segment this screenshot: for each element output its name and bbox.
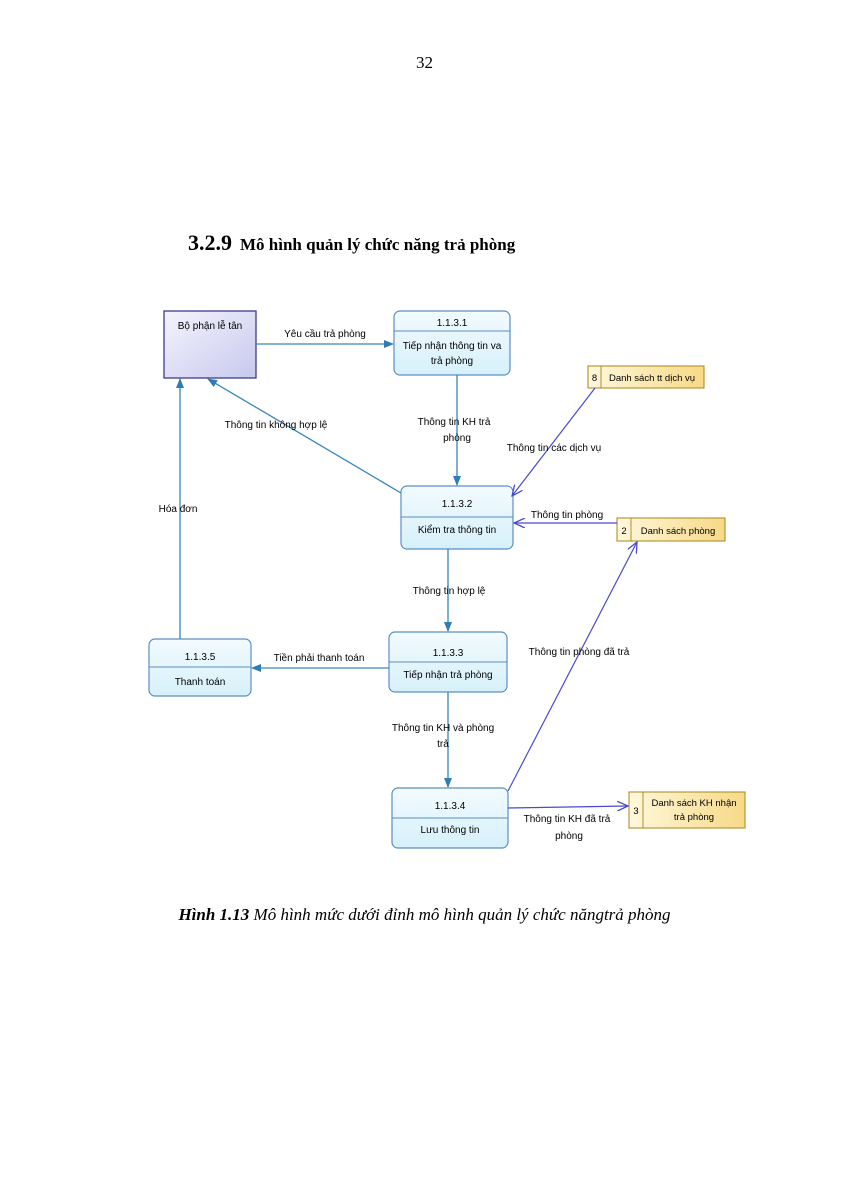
flow-label: Thông tin KH trả — [418, 417, 491, 428]
flow-yeu-cau-tra-phong: Yêu cầu trả phòng — [256, 328, 394, 348]
flow-label: Thông tin hợp lệ — [413, 586, 486, 597]
process-name: Lưu thông tin — [421, 825, 480, 836]
process-1-1-3-4: 1.1.3.4 Lưu thông tin — [391, 787, 509, 849]
datastore-name: Danh sách tt dịch vụ — [609, 373, 695, 384]
process-name: Thanh toán — [175, 677, 226, 688]
datastore-3: 3 Danh sách KH nhận trả phòng — [628, 791, 746, 829]
flow-label: Yêu cầu trả phòng — [284, 328, 366, 340]
datastore-name-cont: trả phòng — [674, 812, 714, 823]
datastore-name: Danh sách KH nhận — [651, 798, 736, 809]
flow-thong-tin-cac-dich-vu: Thông tin các dịch vụ — [507, 387, 602, 496]
process-id: 1.1.3.1 — [437, 318, 468, 329]
entity-bo-phan-le-tan: Bộ phận lễ tân — [163, 310, 257, 379]
section-heading: 3.2.9 Mô hình quản lý chức năng trả phòn… — [188, 230, 515, 256]
flow-thong-tin-phong: Thông tin phòng — [514, 510, 617, 523]
process-1-1-3-3: 1.1.3.3 Tiếp nhận trả phòng — [388, 631, 508, 693]
datastore-2: 2 Danh sách phòng — [616, 517, 726, 542]
flow-label: Thông tin KH đã trả — [524, 814, 611, 825]
flow-label: Thông tin phòng đã trả — [529, 647, 630, 658]
flow-label-cont: trả — [437, 739, 449, 750]
process-id: 1.1.3.2 — [442, 499, 473, 510]
flow-thong-tin-phong-da-tra: Thông tin phòng đã trả — [507, 542, 637, 792]
process-name: Tiếp nhận thông tin va — [403, 340, 502, 352]
entity-label: Bộ phận lễ tân — [178, 319, 243, 332]
flow-label: Hóa đơn — [159, 504, 198, 515]
figure-caption: Hình 1.13 Mô hình mức dưới đỉnh mô hình … — [0, 905, 849, 925]
flow-label: Thông tin không hợp lệ — [225, 420, 328, 431]
section-title: Mô hình quản lý chức năng trả phòng — [240, 235, 516, 254]
flow-thong-tin-kh-va-phong-tra: Thông tin KH và phòng trả — [392, 692, 494, 788]
caption-label: Hình 1.13 — [178, 905, 250, 924]
process-id: 1.1.3.3 — [433, 648, 464, 659]
process-name-cont: trả phòng — [431, 356, 473, 367]
flow-label: Thông tin KH và phòng — [392, 723, 494, 734]
process-name: Kiểm tra thông tin — [418, 524, 496, 536]
flow-label-cont: phòng — [443, 433, 471, 444]
flow-label: Thông tin phòng — [531, 510, 603, 521]
datastore-number: 3 — [633, 806, 638, 817]
flow-label-cont: phòng — [555, 831, 583, 842]
flow-label: Thông tin các dịch vụ — [507, 443, 602, 454]
process-1-1-3-5: 1.1.3.5 Thanh toán — [148, 638, 252, 697]
data-flow-diagram: Bộ phận lễ tân 1.1.3.1 Tiếp nhận thông t… — [148, 310, 746, 849]
datastore-number: 8 — [592, 373, 597, 384]
datastore-8: 8 Danh sách tt dịch vụ — [587, 365, 705, 389]
flow-thong-tin-khong-hop-le: Thông tin không hợp lệ — [207, 378, 402, 494]
datastore-name: Danh sách phòng — [641, 526, 715, 537]
section-number: 3.2.9 — [188, 230, 232, 255]
flow-thong-tin-kh-da-tra-phong: Thông tin KH đã trả phòng — [507, 806, 628, 842]
flow-thong-tin-hop-le: Thông tin hợp lệ — [413, 549, 486, 632]
flow-label: Tiền phải thanh toán — [274, 652, 365, 664]
caption-text: Mô hình mức dưới đỉnh mô hình quản lý ch… — [249, 905, 671, 924]
flow-thong-tin-kh-tra-phong: Thông tin KH trả phòng — [418, 375, 491, 486]
page-number: 32 — [416, 53, 433, 72]
flow-hoa-don: Hóa đơn — [159, 378, 198, 639]
datastore-number: 2 — [621, 526, 626, 537]
process-id: 1.1.3.4 — [435, 801, 466, 812]
process-1-1-3-1: 1.1.3.1 Tiếp nhận thông tin va trả phòng — [393, 310, 511, 376]
process-id: 1.1.3.5 — [185, 652, 216, 663]
process-name: Tiếp nhận trả phòng — [403, 669, 492, 681]
flow-tien-phai-thanh-toan: Tiền phải thanh toán — [251, 652, 389, 672]
process-1-1-3-2: 1.1.3.2 Kiểm tra thông tin — [400, 485, 514, 550]
